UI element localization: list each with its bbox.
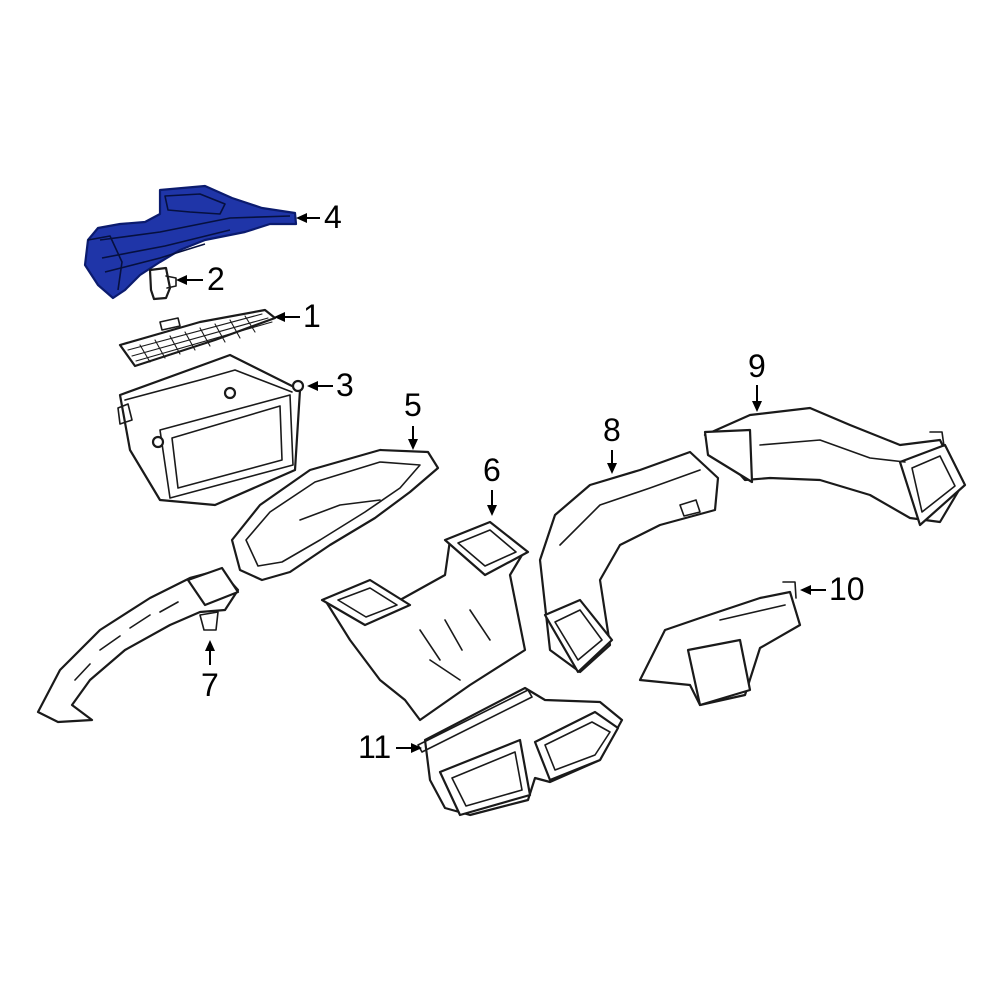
callout-7-label: 7 — [201, 667, 219, 703]
part-3-opening-inner — [171, 405, 283, 489]
callout-10: 10 — [800, 571, 865, 607]
part-11-outlet[interactable] — [417, 686, 624, 817]
callout-11-arrow — [411, 743, 422, 753]
callout-10-label: 10 — [829, 571, 865, 607]
part-3-housing[interactable] — [117, 353, 305, 507]
part-4-ridge-1 — [99, 215, 291, 241]
part-7-mount — [199, 611, 219, 631]
part-10-tab — [782, 581, 797, 599]
callout-10-arrow — [800, 585, 811, 595]
part-11-flange — [417, 689, 533, 753]
part-1-filter[interactable] — [118, 308, 277, 368]
callout-3-label: 3 — [336, 367, 354, 403]
callout-9: 9 — [748, 348, 766, 412]
part-9-outlet-left — [703, 428, 754, 484]
part-8-tab — [679, 499, 701, 517]
part-9-duct[interactable] — [703, 406, 967, 527]
callout-2-arrow — [176, 275, 187, 285]
callout-5-arrow — [408, 439, 418, 450]
part-6-outlet-top — [443, 520, 530, 577]
part-9-body — [703, 406, 964, 524]
part-2-tab — [165, 275, 177, 289]
callout-11: 11 — [358, 729, 422, 765]
part-6-outlet-left — [320, 578, 412, 627]
part-11-grille-right-inner — [544, 721, 611, 771]
part-3-screw-1 — [223, 386, 237, 400]
callout-4-arrow — [296, 213, 307, 223]
callout-8-arrow — [607, 463, 617, 474]
part-6-body — [323, 523, 527, 722]
part-9-seam — [759, 439, 906, 463]
part-1-grid — [127, 313, 273, 363]
callout-6-label: 6 — [483, 452, 501, 488]
part-1-tab — [159, 317, 181, 331]
callout-2-label: 2 — [207, 261, 225, 297]
part-11-grille-right — [533, 710, 620, 782]
callout-3: 3 — [307, 367, 354, 403]
part-2-clip[interactable] — [148, 266, 177, 301]
callout-2: 2 — [176, 261, 225, 297]
part-8-seam — [559, 469, 701, 546]
part-3-top-edge — [124, 369, 293, 401]
part-7-side-duct[interactable] — [36, 566, 240, 724]
callout-5-label: 5 — [404, 387, 422, 423]
part-11-grille-left — [438, 738, 532, 817]
part-6-ribs — [419, 609, 491, 681]
part-4-end — [87, 235, 123, 291]
part-4-ridge-2 — [101, 229, 231, 259]
part-8-duct[interactable] — [538, 450, 720, 674]
part-5-inner — [245, 461, 421, 567]
callout-7-arrow — [205, 640, 215, 651]
part-7-outlet — [186, 566, 240, 607]
callout-11-label: 11 — [358, 729, 391, 765]
part-4-duct[interactable] — [83, 184, 298, 300]
part-10-seam — [719, 604, 786, 621]
callout-9-label: 9 — [748, 348, 766, 384]
part-5-body — [230, 448, 440, 582]
part-4-body — [83, 184, 298, 300]
callout-6: 6 — [483, 452, 501, 516]
part-11-grille-left-inner — [451, 751, 523, 807]
part-5-frame[interactable] — [230, 448, 440, 582]
part-5-rib — [299, 499, 381, 521]
part-3-opening-outer — [159, 394, 294, 499]
part-4-top-rim — [164, 193, 226, 215]
part-9-outlet-right — [898, 443, 967, 527]
callout-9-arrow — [752, 401, 762, 412]
part-10-hood — [686, 638, 752, 707]
part-3-screw-2 — [291, 379, 305, 393]
part-10-duct[interactable] — [638, 581, 802, 707]
callout-8: 8 — [603, 412, 621, 474]
part-6-center-duct[interactable] — [320, 520, 530, 722]
part-6-outlet-left-inner — [337, 587, 398, 618]
part-4-ridge-3 — [104, 243, 206, 273]
callout-7: 7 — [201, 640, 219, 703]
part-8-outlet-inner — [554, 609, 603, 661]
callout-1-arrow — [274, 312, 285, 322]
part-9-outlet-right-inner — [911, 455, 956, 513]
part-7-body — [36, 568, 240, 724]
part-6-outlet-top-inner — [457, 529, 517, 567]
part-2-body — [148, 266, 172, 301]
callout-6-arrow — [487, 505, 497, 516]
callout-5: 5 — [404, 387, 422, 450]
callout-1-label: 1 — [303, 298, 321, 334]
callout-1: 1 — [274, 298, 321, 334]
part-9-tab — [929, 431, 945, 447]
callout-3-arrow — [307, 381, 318, 391]
callout-8-label: 8 — [603, 412, 621, 448]
callout-4: 4 — [296, 199, 342, 235]
part-3-screw-3 — [151, 435, 165, 449]
callout-4-label: 4 — [324, 199, 342, 235]
part-3-side-tab — [117, 403, 133, 425]
part-7-slots — [74, 601, 179, 681]
